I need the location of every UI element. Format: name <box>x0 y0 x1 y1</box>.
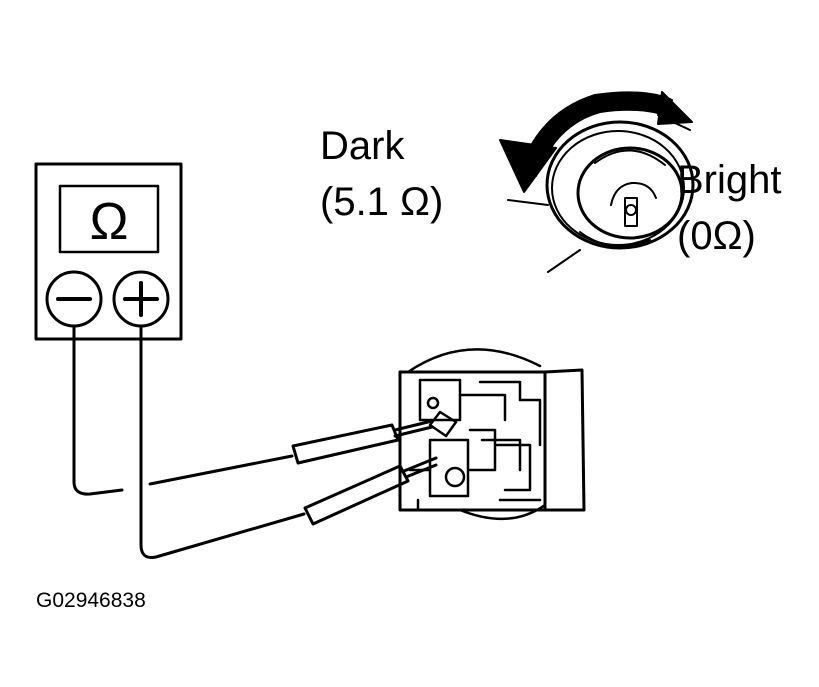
meter-display <box>58 184 160 254</box>
positive-lead <box>139 324 306 559</box>
bright-value: (0Ω) <box>677 214 756 258</box>
negative-lead-to-probe <box>148 454 294 486</box>
ohm-symbol: Ω <box>90 193 129 251</box>
negative-terminal <box>45 270 103 328</box>
bright-label: Bright <box>677 158 782 202</box>
negative-lead <box>72 324 124 496</box>
rotation-arrow-icon <box>499 91 693 193</box>
dark-value: (5.1 Ω) <box>320 180 444 224</box>
positive-terminal <box>112 270 170 328</box>
negative-probe <box>291 419 434 465</box>
dark-label: Dark <box>320 124 405 168</box>
rheostat-knob <box>507 114 695 273</box>
test-leads <box>72 324 306 559</box>
ohmmeter: Ω <box>34 162 183 341</box>
figure-code: G02946838 <box>36 589 146 612</box>
rheostat-switch <box>398 348 586 521</box>
positive-probe <box>303 456 438 526</box>
